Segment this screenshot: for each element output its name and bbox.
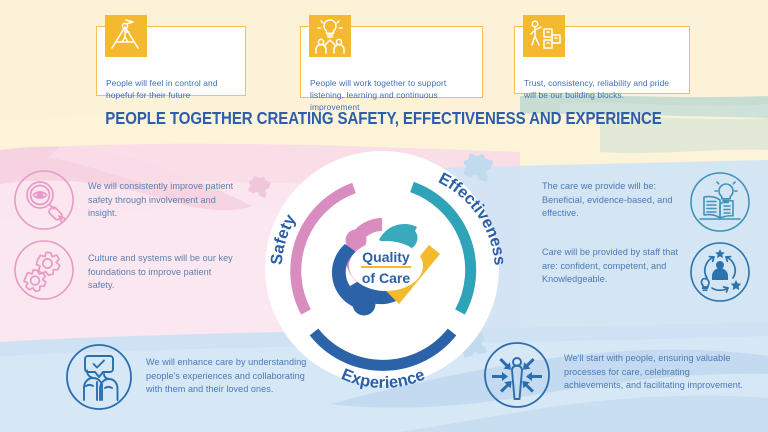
lightbulb-people-icon: [309, 15, 351, 57]
right-block-staff-confident-text: Care will be provided by staff that are:…: [542, 247, 679, 285]
top-card-together-text: People will work together to support lis…: [310, 78, 447, 112]
top-card-control-text: People will feel in control and hopeful …: [106, 78, 218, 100]
wheel-center-line2: of Care: [362, 270, 410, 286]
arc-safety-stroke: [290, 182, 356, 315]
bottom-block-enhance-care: We will enhance care by understanding pe…: [64, 342, 314, 412]
gears-icon: [12, 238, 76, 302]
two-people-check-icon: [64, 342, 134, 412]
person-arrows-icon: [482, 340, 552, 410]
bottom-block-enhance-care-text: We will enhance care by understanding pe…: [146, 357, 307, 395]
staff-development-icon: [688, 240, 752, 304]
book-lightbulb-icon: [688, 170, 752, 234]
right-block-care-beneficial: The care we provide will be: Beneficial,…: [542, 170, 766, 234]
arc-experience-stroke: [309, 328, 457, 371]
top-cards-row: People will feel in control and hopeful …: [0, 0, 768, 112]
bottom-block-start-with-people: We'll start with people, ensuring valuab…: [482, 340, 768, 410]
page-title: PEOPLE TOGETHER CREATING SAFETY, EFFECTI…: [105, 108, 663, 128]
arc-effectiveness-stroke: [410, 181, 477, 315]
left-block-culture-systems: Culture and systems will be our key foun…: [12, 238, 252, 302]
top-card-control[interactable]: People will feel in control and hopeful …: [96, 15, 246, 100]
left-block-safety-improve-text: We will consistently improve patient saf…: [88, 181, 234, 219]
person-on-peak-icon: [105, 15, 147, 57]
quality-of-care-wheel: Safety Effectiveness Experience: [246, 132, 518, 404]
puzzle-piece-top-right: [462, 152, 496, 184]
left-block-culture-systems-text: Culture and systems will be our key foun…: [88, 253, 233, 291]
left-block-safety-improve: We will consistently improve patient saf…: [12, 168, 252, 232]
top-card-trust-text: Trust, consistency, reliability and prid…: [524, 78, 670, 100]
right-block-care-beneficial-text: The care we provide will be: Beneficial,…: [542, 181, 673, 219]
top-card-trust[interactable]: Trust, consistency, reliability and prid…: [514, 15, 690, 100]
magnifier-eye-icon: [12, 168, 76, 232]
bottom-block-start-with-people-text: We'll start with people, ensuring valuab…: [564, 353, 744, 391]
puzzle-piece-left: [247, 175, 273, 199]
banner: PEOPLE TOGETHER CREATING SAFETY, EFFECTI…: [0, 108, 768, 132]
top-card-together[interactable]: People will work together to support lis…: [300, 15, 483, 112]
wheel-center-line1: Quality: [362, 249, 410, 265]
right-block-staff-confident: Care will be provided by staff that are:…: [542, 240, 766, 304]
quality-of-care-emblem: Quality of Care: [331, 218, 440, 316]
person-building-blocks-icon: [523, 15, 565, 57]
